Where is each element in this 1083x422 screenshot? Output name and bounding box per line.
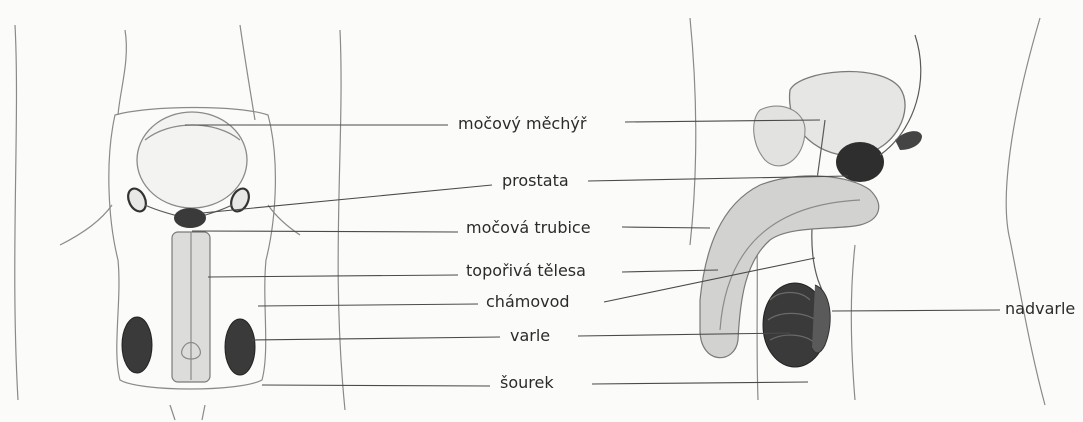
leader-scrotum-left — [262, 385, 490, 386]
leader-urethra-right — [622, 227, 710, 228]
front-left-groin-line — [60, 205, 112, 245]
bladder-shape — [137, 112, 247, 208]
front-view-illustration — [15, 25, 345, 420]
front-right-thigh-line — [240, 25, 255, 120]
label-vas-deferens: chámovod — [486, 293, 570, 311]
leader-vas-left — [258, 304, 478, 306]
label-epididymis: nadvarle — [1005, 300, 1075, 318]
side-thigh-line — [851, 245, 855, 400]
prostate-shape — [174, 208, 206, 228]
label-testis: varle — [510, 327, 550, 345]
right-testis — [225, 319, 255, 375]
side-seminal-vesicle — [895, 131, 922, 150]
label-corpora: topořivá tělesa — [466, 262, 586, 280]
leader-scrotum-right — [592, 382, 808, 384]
side-back-line — [1006, 18, 1045, 405]
label-urethra: močová trubice — [466, 219, 591, 237]
front-right-body-edge — [338, 30, 345, 410]
front-left-body-edge — [15, 25, 18, 400]
left-seminal-vesicle — [125, 186, 150, 215]
leader-testis-left — [252, 337, 500, 340]
front-left-leg-line — [170, 405, 175, 420]
front-right-leg-line — [202, 405, 205, 420]
side-view-illustration — [690, 18, 1045, 405]
side-epididymis — [812, 285, 830, 353]
leader-urethra-left — [192, 231, 458, 232]
label-bladder: močový měchýř — [458, 115, 586, 133]
side-bladder-shape — [790, 72, 906, 156]
side-thigh-line-2 — [757, 240, 758, 400]
leader-corpora-left — [208, 275, 458, 277]
front-left-thigh-line — [118, 30, 126, 115]
leader-testis-right — [578, 333, 790, 336]
left-testis — [122, 317, 152, 373]
leader-epididymis — [832, 310, 1000, 311]
label-prostate: prostata — [502, 172, 569, 190]
pubic-bone-shape — [754, 106, 805, 166]
side-abdomen-line — [690, 18, 696, 245]
label-scrotum: šourek — [500, 374, 554, 392]
